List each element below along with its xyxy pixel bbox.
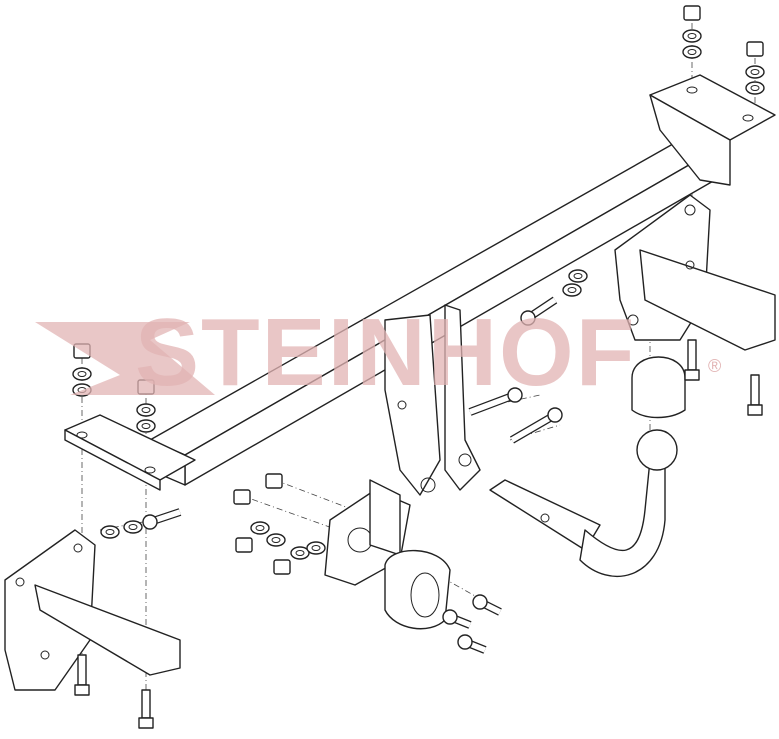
right-beam-plate bbox=[649, 74, 776, 186]
bolt-head-icon bbox=[547, 407, 563, 423]
washer-icon bbox=[72, 367, 92, 381]
washer-icon bbox=[136, 403, 156, 417]
washer-hole bbox=[271, 537, 281, 543]
washer-hole bbox=[311, 545, 321, 551]
bolt-icon bbox=[141, 689, 151, 719]
bolt-shank bbox=[469, 392, 516, 415]
washer-hole bbox=[750, 69, 760, 75]
washer-icon bbox=[250, 521, 270, 535]
registered-mark: ® bbox=[708, 356, 721, 376]
bolt-head-icon bbox=[472, 594, 488, 610]
steinhof-swoosh-logo bbox=[35, 322, 215, 395]
tow-ball-neck bbox=[489, 356, 686, 577]
bolt-shank bbox=[510, 412, 557, 443]
bolt-icon bbox=[750, 374, 760, 406]
washer-hole bbox=[255, 525, 265, 531]
bolt-head-icon bbox=[684, 369, 700, 381]
washer-icon bbox=[568, 269, 588, 283]
left-side-bracket bbox=[4, 529, 181, 691]
bolt-head-icon bbox=[747, 404, 763, 416]
washer-hole bbox=[687, 49, 697, 55]
nut-icon bbox=[273, 559, 291, 575]
washer-icon bbox=[745, 65, 765, 79]
right-side-bracket bbox=[614, 194, 776, 351]
washer-hole bbox=[295, 550, 305, 556]
bolt-head-icon bbox=[138, 717, 154, 729]
washer-icon bbox=[123, 520, 143, 534]
bolt-head-icon bbox=[74, 684, 90, 696]
washer-hole bbox=[567, 287, 577, 293]
washer-hole bbox=[750, 85, 760, 91]
washer-hole bbox=[141, 407, 151, 413]
washer-icon bbox=[136, 419, 156, 433]
electrical-socket bbox=[324, 479, 451, 630]
washer-hole bbox=[573, 273, 583, 279]
washer-icon bbox=[72, 383, 92, 397]
bolt-head-icon bbox=[442, 609, 458, 625]
nut-icon bbox=[683, 5, 701, 21]
fasteners bbox=[72, 5, 765, 729]
nut-icon bbox=[73, 343, 91, 359]
washer-icon bbox=[266, 533, 286, 547]
bolt-head-icon bbox=[457, 634, 473, 650]
washer-icon bbox=[100, 525, 120, 539]
washer-icon bbox=[745, 81, 765, 95]
washer-icon bbox=[290, 546, 310, 560]
washer-hole bbox=[687, 33, 697, 39]
washer-icon bbox=[682, 29, 702, 43]
bolt-head-icon bbox=[142, 514, 158, 530]
washer-icon bbox=[306, 541, 326, 555]
nut-icon bbox=[233, 489, 251, 505]
center-hanger-plates bbox=[384, 304, 481, 496]
washer-icon bbox=[682, 45, 702, 59]
washer-hole bbox=[105, 529, 115, 535]
washer-hole bbox=[141, 423, 151, 429]
nut-icon bbox=[746, 41, 764, 57]
left-beam-plate bbox=[64, 414, 196, 491]
bolt-head-icon bbox=[520, 310, 536, 326]
nut-icon bbox=[235, 537, 253, 553]
nut-icon bbox=[265, 473, 283, 489]
bolt-head-icon bbox=[507, 387, 523, 403]
bolt-icon bbox=[687, 339, 697, 371]
bolt-icon bbox=[77, 654, 87, 686]
washer-icon bbox=[562, 283, 582, 297]
washer-hole bbox=[128, 524, 138, 530]
nut-icon bbox=[137, 379, 155, 395]
